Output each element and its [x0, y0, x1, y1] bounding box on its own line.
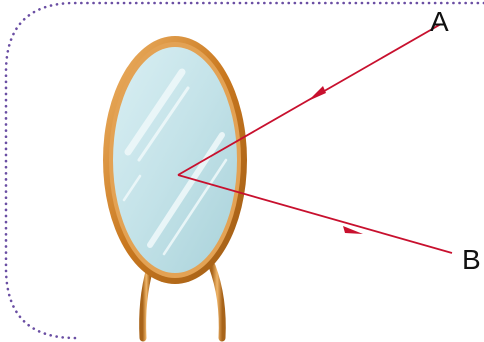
mirror-leg-right — [212, 266, 222, 338]
mirror — [103, 36, 247, 284]
point-label-a: A — [430, 6, 449, 37]
mirror-leg-left — [143, 268, 150, 338]
arrow-incoming-icon — [308, 86, 326, 101]
point-label-b: B — [462, 244, 481, 275]
